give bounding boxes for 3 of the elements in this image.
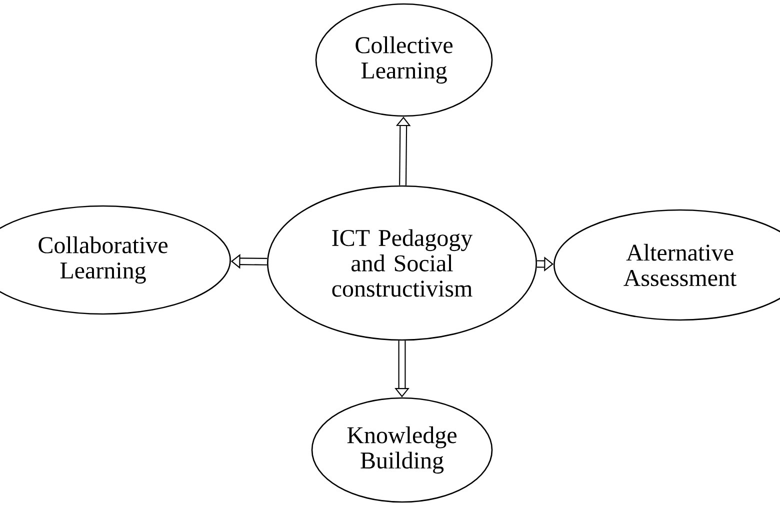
- ellipse-node: Collective Learning: [315, 3, 493, 117]
- ellipse-node: Knowledge Building: [311, 397, 493, 503]
- ellipse-node: ICT Pedagogy and Social constructivism: [266, 185, 538, 341]
